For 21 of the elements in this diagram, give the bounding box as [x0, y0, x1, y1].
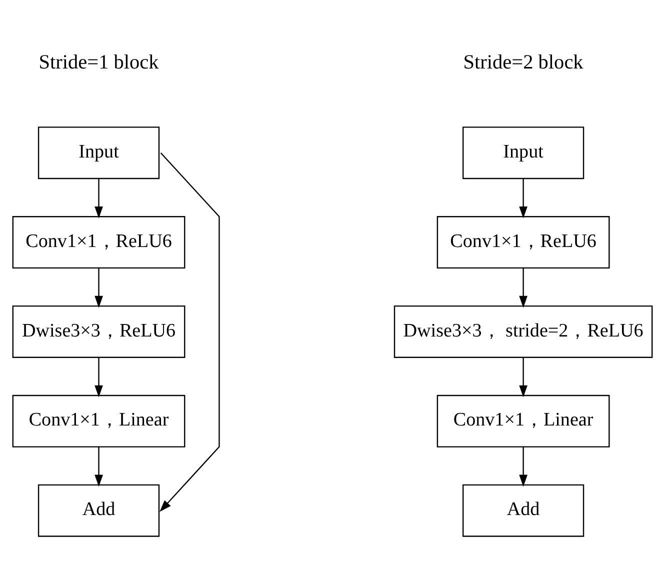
node-box: Dwise3×3，ReLU6 [12, 304, 186, 358]
node-box: Add [462, 484, 584, 536]
node-box: Dwise3×3， stride=2，ReLU6 [394, 304, 653, 358]
arrow [519, 178, 528, 218]
label: Stride=2 block [463, 50, 584, 73]
node-box: Add [38, 484, 160, 536]
arrow [519, 268, 528, 308]
node-box: Conv1×1，Linear [12, 394, 186, 447]
arrow [94, 268, 103, 308]
arrow [94, 446, 103, 486]
arrow [94, 178, 103, 218]
node-box: Input [462, 126, 584, 179]
node-box: Conv1×1，ReLU6 [12, 216, 186, 268]
arrow [160, 152, 220, 512]
node-box: Conv1×1，ReLU6 [436, 216, 610, 268]
arrow [94, 357, 103, 397]
label: Stride=1 block [38, 50, 159, 73]
arrow [519, 446, 528, 486]
arrow [519, 357, 528, 397]
node-box: Input [38, 126, 160, 179]
node-box: Conv1×1，Linear [436, 394, 610, 447]
